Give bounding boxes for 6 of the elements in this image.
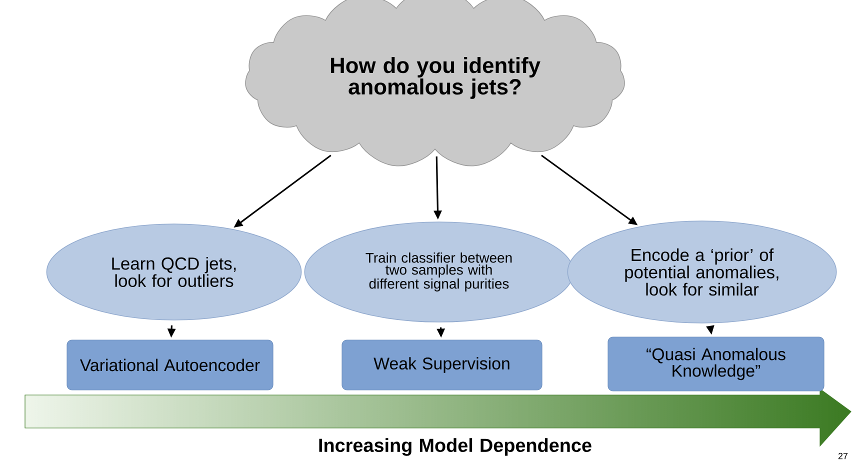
method-box: Variational Autoencoder — [66, 340, 274, 390]
axis-caption: Increasing Model Dependence — [319, 438, 592, 456]
page-number: 27 — [838, 452, 848, 460]
question-cloud: How do you identify anomalous jets? — [245, 0, 625, 166]
method-box: Weak Supervision — [342, 340, 542, 390]
method-box: “Quasi Anomalous Knowledge” — [608, 336, 824, 392]
